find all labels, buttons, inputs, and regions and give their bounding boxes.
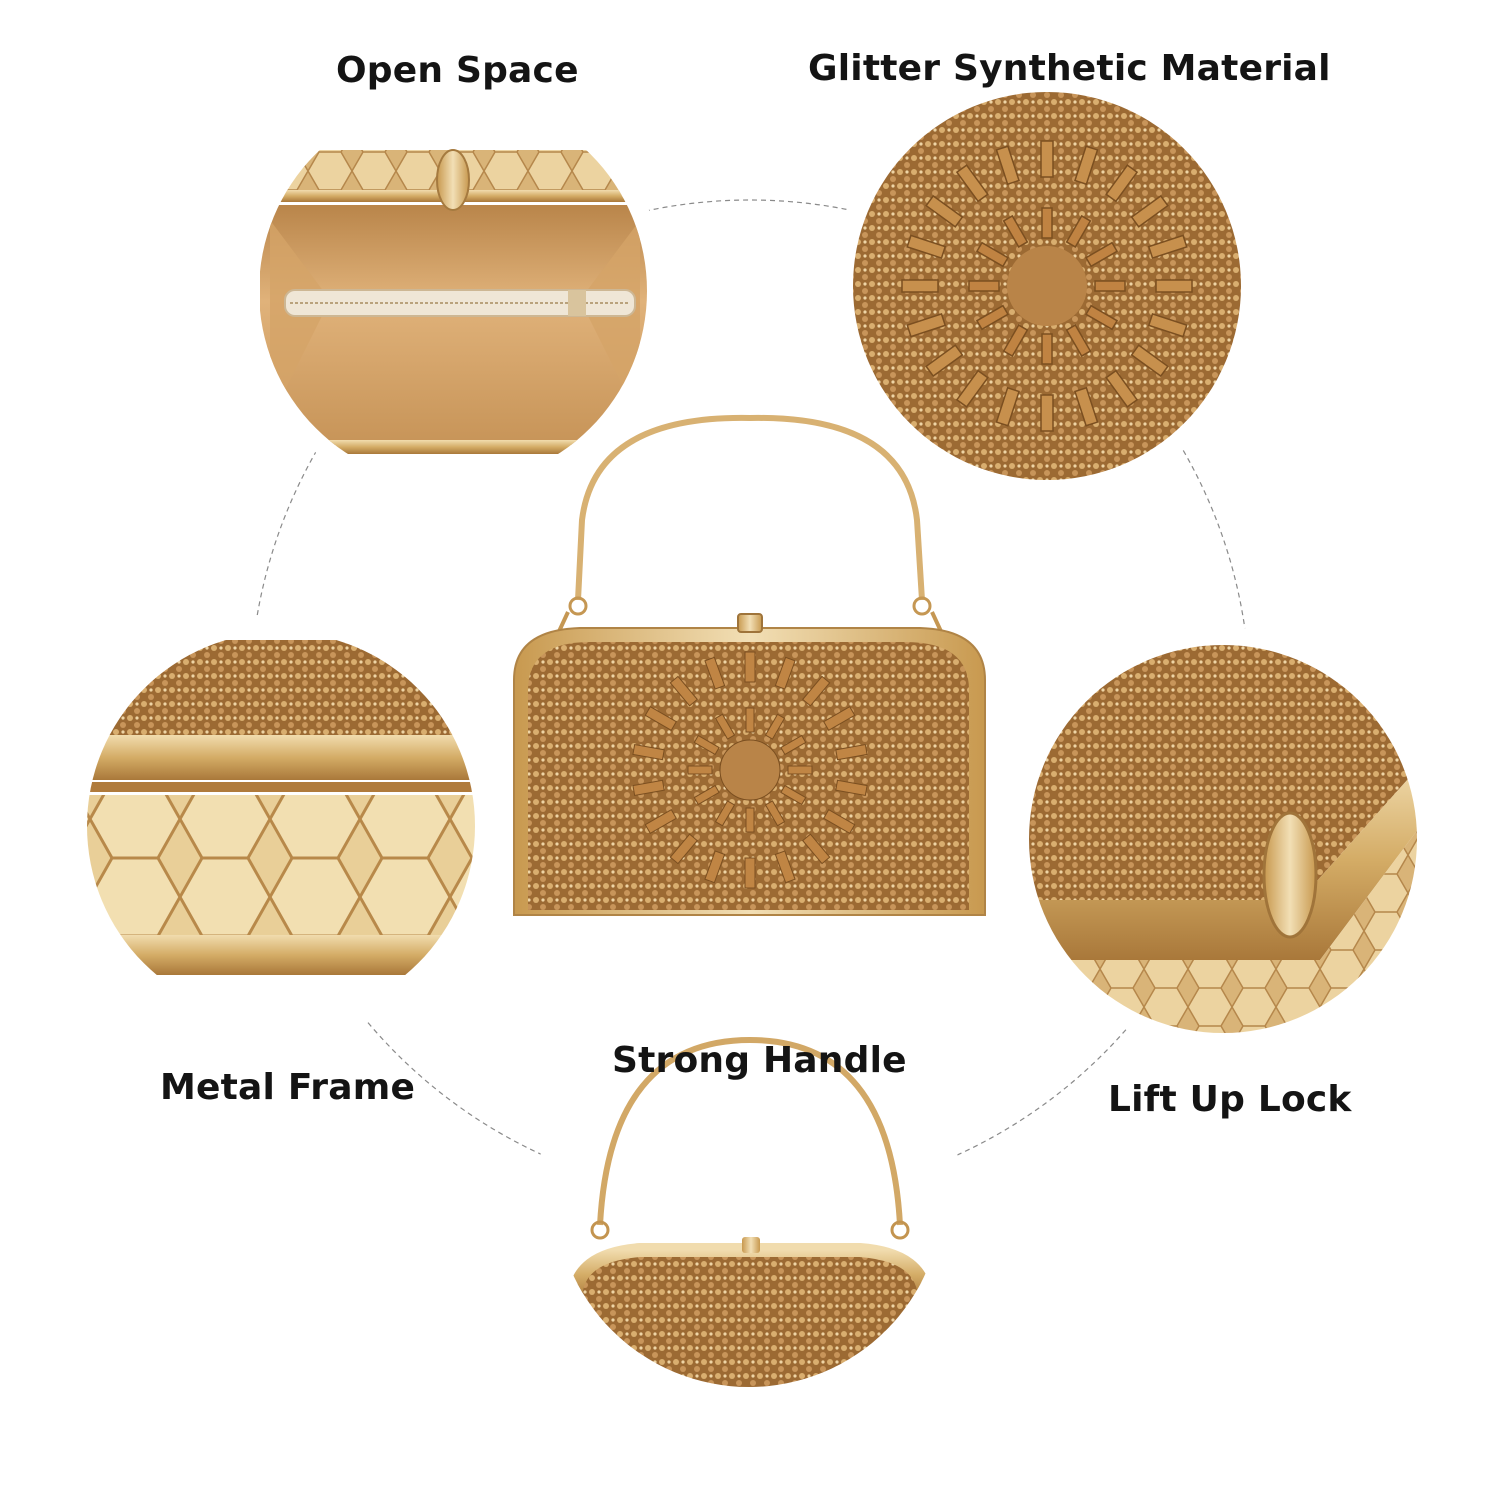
- feature-label-strong-handle: Strong Handle: [612, 1040, 907, 1081]
- open-clutch-interior-photo: [259, 97, 647, 485]
- feature-label-metal-frame: Metal Frame: [160, 1067, 416, 1108]
- beaded-rhinestone-circle-photo: [853, 92, 1241, 480]
- feature-label-open-space: Open Space: [336, 50, 579, 91]
- clasp-lock-closeup-photo: [1029, 645, 1417, 1033]
- gold-beaded-clutch-with-handle: [513, 414, 986, 916]
- feature-label-glitter-material: Glitter Synthetic Material: [808, 48, 1331, 89]
- feature-label-lift-up-lock: Lift Up Lock: [1108, 1079, 1352, 1120]
- clutch-with-handle-photo: [555, 1000, 943, 1387]
